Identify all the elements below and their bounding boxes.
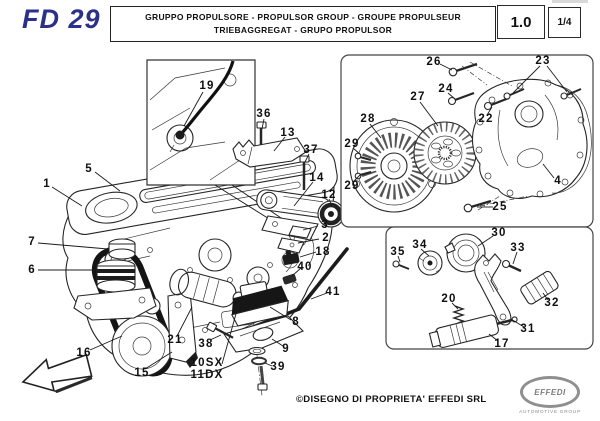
spring-20 [454, 306, 463, 324]
title-line-1: GRUPPO PROPULSORE - PROPULSOR GROUP - GR… [145, 11, 461, 22]
effedi-logo: EFFEDI AUTOMOTIVE GROUP [514, 376, 586, 415]
effedi-logo-text: EFFEDI [534, 387, 566, 397]
direction-arrow [19, 350, 93, 394]
pilot-cap [418, 251, 442, 275]
clutch-disc [414, 122, 476, 184]
title-line-2: TRIEBAGGREGAT - GRUPO PROPULSOR [213, 25, 393, 35]
inset-view-19 [147, 60, 296, 232]
clutch-bolts [449, 62, 582, 212]
boot-32 [519, 270, 559, 306]
cropped-corner-text [552, 0, 588, 3]
property-note: ©DISEGNO DI PROPRIETA' EFFEDI SRL [296, 394, 487, 405]
leader-lines [38, 64, 567, 369]
title-box: GRUPPO PROPULSORE - PROPULSOR GROUP - GR… [110, 6, 496, 42]
release-bearing [445, 234, 485, 272]
revision-box: 1.0 [497, 5, 545, 39]
clutch-box [341, 55, 593, 227]
engine-assembly [63, 146, 340, 376]
upper-mount-group [233, 122, 347, 331]
screws-29 [355, 153, 371, 179]
mount-left [74, 239, 156, 320]
screw-35 [393, 261, 409, 269]
page-number-box: 1/4 [548, 7, 581, 38]
pin-33 [503, 261, 522, 272]
cylinder-17 [429, 309, 520, 350]
fork-box [386, 227, 593, 350]
release-fork [475, 254, 511, 325]
effedi-logo-subtext: AUTOMOTIVE GROUP [519, 410, 581, 415]
page-code: FD 29 [22, 4, 101, 34]
bell-housing [473, 79, 592, 198]
lower-mount-group [206, 278, 303, 396]
effedi-logo-oval: EFFEDI [520, 376, 580, 408]
